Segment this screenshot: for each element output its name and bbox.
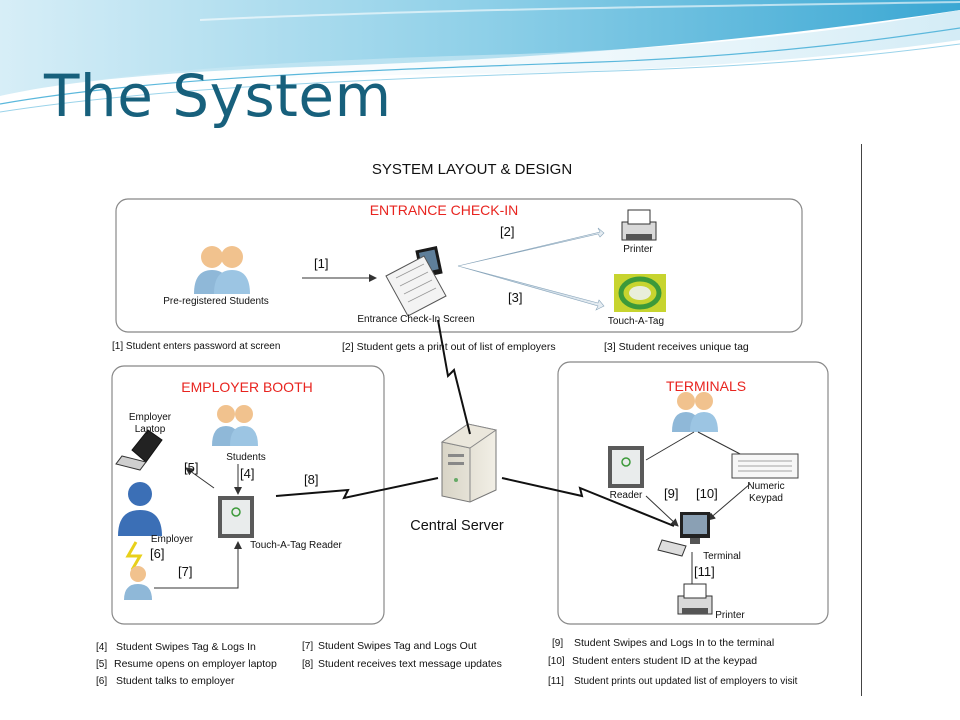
entrance-section-box: [115, 198, 803, 333]
arrow-step-9: [645, 495, 679, 527]
printer-top-icon: [621, 209, 657, 241]
legend-num-6: [6]: [96, 676, 107, 687]
reader-icon: [608, 446, 644, 488]
link-students-reader: [645, 431, 695, 461]
tag-reader-label: Touch-A-Tag Reader: [250, 540, 342, 551]
employer-laptop-label-1: Employer: [129, 412, 172, 423]
legend-num-4: [4]: [96, 642, 107, 653]
terminal-computer-icon: [657, 512, 710, 557]
terminals-section-title: TERMINALS: [666, 378, 746, 394]
students-group-icon: [194, 246, 250, 294]
printer-bottom-icon: [677, 583, 713, 615]
legend-num-9: [9]: [552, 638, 563, 649]
reader-label: Reader: [610, 490, 643, 501]
legend-text-11: Student prints out updated list of emplo…: [574, 676, 798, 687]
printer-bottom-label: Printer: [715, 610, 745, 621]
booth-student-icon: [124, 566, 152, 600]
touch-tag-label: Touch-A-Tag: [608, 316, 664, 327]
legend-num-8: [8]: [302, 659, 313, 670]
checkin-computer-icon: [385, 246, 447, 317]
terminal-label: Terminal: [703, 551, 741, 562]
link-booth-server: [275, 477, 439, 500]
step-7-label: [7]: [178, 564, 192, 579]
legend-num-7: [7]: [302, 641, 313, 652]
step-4-label: [4]: [240, 466, 254, 481]
entrance-section-title: ENTRANCE CHECK-IN: [370, 202, 519, 218]
legend-text-10: Student enters student ID at the keypad: [572, 655, 757, 667]
system-diagram: SYSTEM LAYOUT & DESIGN ENTRANCE CHECK-IN…: [96, 161, 829, 687]
panel-edge: [861, 144, 862, 696]
legend-step-1: [1] Student enters password at screen: [112, 341, 280, 352]
arrow-step-5: [185, 467, 215, 489]
keypad-icon: [731, 453, 799, 479]
checkin-screen-label: Entrance Check-In Screen: [357, 314, 474, 325]
legend-text-6: Student talks to employer: [116, 675, 235, 687]
step-5-label: [5]: [184, 460, 198, 475]
arrow-step-2: [457, 227, 605, 267]
server-icon: [440, 423, 498, 503]
legend-text-4: Student Swipes Tag & Logs In: [116, 641, 256, 653]
step-8-label: [8]: [304, 472, 318, 487]
central-server-label: Central Server: [410, 518, 504, 534]
keypad-label-1: Numeric: [747, 481, 784, 492]
step-11-label: [11]: [694, 564, 715, 579]
legend-num-10: [10]: [548, 656, 565, 667]
arrow-step-7: [154, 541, 242, 589]
tag-reader-icon: [218, 496, 254, 538]
employer-label: Employer: [151, 534, 194, 545]
booth-section-title: EMPLOYER BOOTH: [181, 379, 312, 395]
step-1-label: [1]: [314, 256, 328, 271]
link-students-keypad: [697, 431, 745, 457]
arrow-step-10: [707, 483, 751, 521]
legend-step-3: [3] Student receives unique tag: [604, 341, 749, 353]
employer-laptop-label-2: Laptop: [135, 424, 166, 435]
link-server-terminal: [501, 477, 675, 527]
legend-step-2: [2] Student gets a print out of list of …: [342, 341, 556, 353]
printer-top-label: Printer: [623, 244, 653, 255]
employer-laptop-icon: [115, 429, 163, 471]
booth-section-box: [111, 365, 385, 625]
step-9-label: [9]: [664, 486, 678, 501]
touch-tag-icon: [614, 274, 666, 312]
keypad-label-2: Keypad: [749, 493, 783, 504]
step-3-label: [3]: [508, 290, 522, 305]
arrow-step-3: [457, 265, 605, 311]
terminal-students-icon: [672, 392, 718, 432]
booth-students-label: Students: [226, 452, 265, 463]
step-10-label: [10]: [696, 486, 718, 501]
legend-text-5: Resume opens on employer laptop: [114, 658, 277, 670]
legend-text-9: Student Swipes and Logs In to the termin…: [574, 637, 774, 649]
talk-lightning-icon: [125, 541, 143, 571]
preregistered-label: Pre-registered Students: [163, 296, 269, 307]
legend-text-7: Student Swipes Tag and Logs Out: [318, 640, 477, 652]
booth-students-icon: [212, 405, 258, 446]
header-swoosh: [0, 0, 960, 113]
legend-text-8: Student receives text message updates: [318, 658, 502, 670]
employer-icon: [118, 482, 162, 536]
step-2-label: [2]: [500, 224, 514, 239]
terminals-section-box: [557, 361, 829, 625]
diagram-panel: [80, 144, 862, 696]
legend-num-11: [11]: [548, 676, 564, 687]
slide-title: The System: [44, 62, 392, 130]
legend-num-5: [5]: [96, 659, 107, 670]
link-checkin-server: [437, 319, 471, 435]
step-6-label: [6]: [150, 546, 164, 561]
diagram-heading: SYSTEM LAYOUT & DESIGN: [372, 161, 572, 178]
